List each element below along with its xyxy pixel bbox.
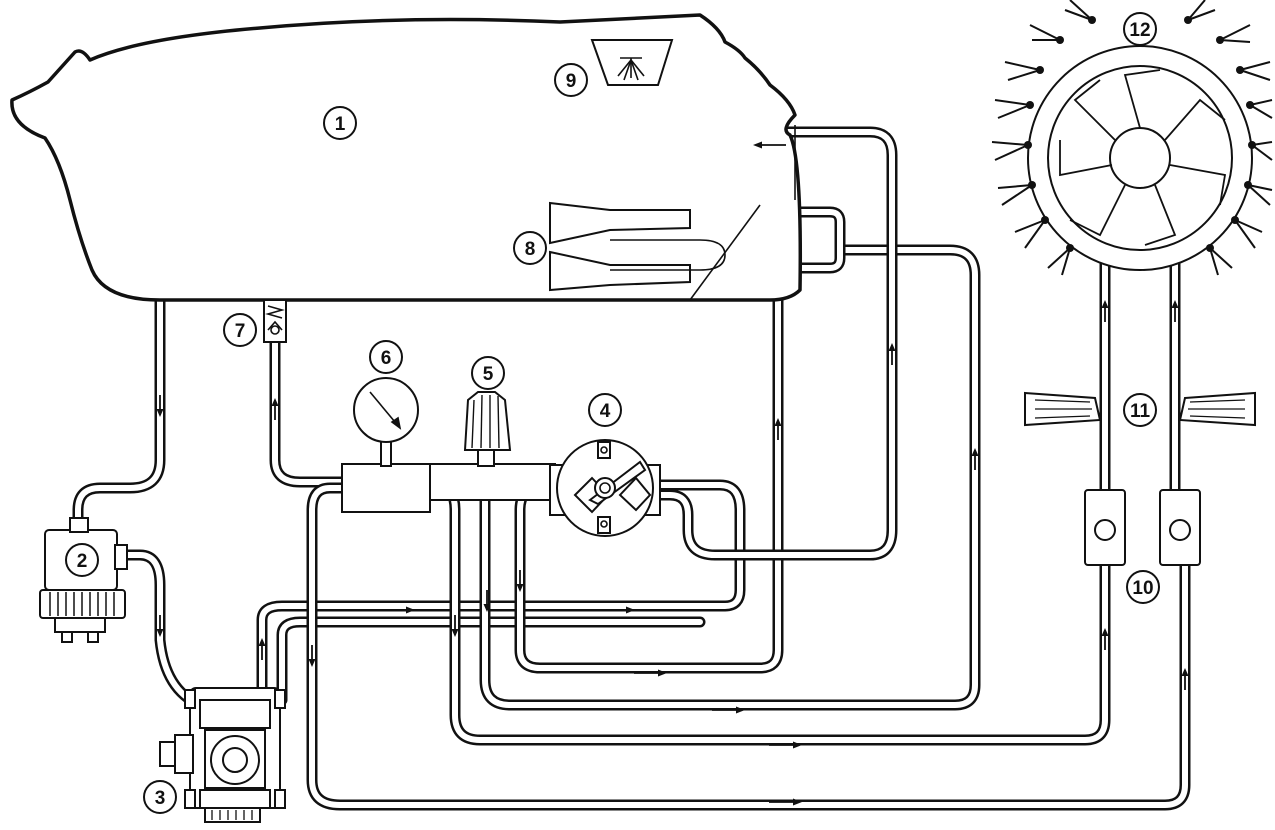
callout-5: 5 [472,357,504,389]
callout-label: 4 [600,401,611,422]
callout-label: 12 [1129,20,1150,41]
callout-label: 5 [483,364,494,385]
callout-label: 2 [77,551,88,572]
callout-label: 11 [1130,401,1151,422]
control-valve [550,440,660,536]
callout-7: 7 [224,314,256,346]
boom-section-nozzle-right [1180,393,1255,425]
spray-tank [12,15,800,300]
boom-section-nozzle-left [1025,393,1100,425]
callout-label: 9 [566,71,577,92]
callout-2: 2 [66,544,98,576]
pressure-gauge [354,378,418,466]
callout-1: 1 [324,107,356,139]
callout-4: 4 [589,394,621,426]
callout-3: 3 [144,781,176,813]
boom-flow-meter-right [1160,490,1200,565]
callout-label: 1 [335,114,346,135]
pressure-regulator [465,392,510,466]
callout-label: 10 [1132,578,1153,599]
callout-label: 8 [525,239,536,260]
diaphragm-pump [160,688,285,822]
callout-10: 10 [1127,571,1159,603]
callout-label: 3 [155,788,166,809]
callout-8: 8 [514,232,546,264]
callout-6: 6 [370,341,402,373]
callout-9: 9 [555,64,587,96]
strainer [40,518,127,642]
callout-12: 12 [1124,13,1156,45]
callout-11: 11 [1124,394,1156,426]
callout-label: 6 [381,348,392,369]
callout-label: 7 [235,321,246,342]
check-valve [264,300,286,342]
boom-flow-meter-left [1085,490,1125,565]
